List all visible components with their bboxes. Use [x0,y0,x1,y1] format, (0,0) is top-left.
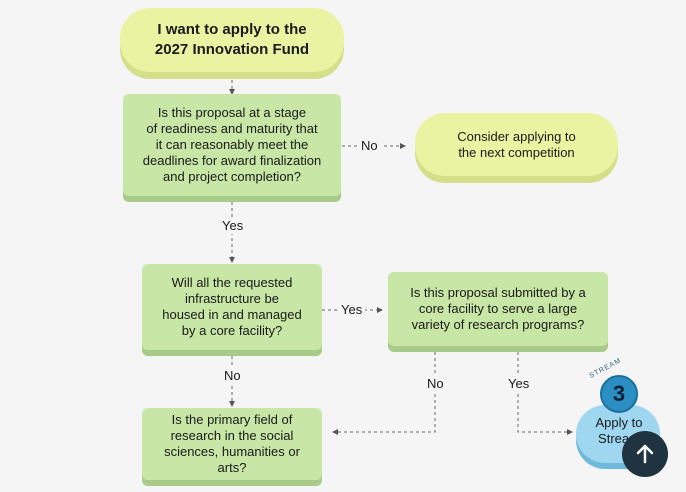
stream-3-node: STREAM 3 Apply to Stream [570,357,665,475]
scroll-to-top-button[interactable] [622,431,668,477]
edge-label-submitted-no: No [424,376,447,392]
edge-label-core-yes: Yes [338,302,366,318]
connector-submitted-no [332,352,436,435]
primary-field-decision: Is the primary field of research in the … [142,408,322,480]
arrow-up-icon [636,444,654,464]
start-node: I want to apply to the 2027 Innovation F… [120,8,344,72]
edge-label-readiness-no: No [358,138,381,154]
primary-field-label: Is the primary field of research in the … [164,412,300,475]
next-competition-node: Consider applying to the next competitio… [415,113,618,176]
core-facility-label: Will all the requested infrastructure be… [162,275,302,338]
stream-number-badge: 3 [600,375,638,413]
edge-label-core-no: No [221,368,244,384]
stream-label: Apply to Stream [595,415,643,446]
start-node-label: I want to apply to the 2027 Innovation F… [154,21,310,58]
readiness-decision-label: Is this proposal at a stage of readiness… [142,105,322,184]
edge-label-readiness-yes: Yes [219,218,247,234]
readiness-decision: Is this proposal at a stage of readiness… [123,94,341,196]
core-facility-submitted-label: Is this proposal submitted by a core fac… [410,285,586,332]
connector-submitted-yes [517,352,573,435]
next-competition-label: Consider applying to the next competitio… [457,128,576,160]
core-facility-submitted-decision: Is this proposal submitted by a core fac… [388,272,608,346]
edge-label-submitted-yes: Yes [505,376,533,392]
core-facility-decision: Will all the requested infrastructure be… [142,264,322,350]
